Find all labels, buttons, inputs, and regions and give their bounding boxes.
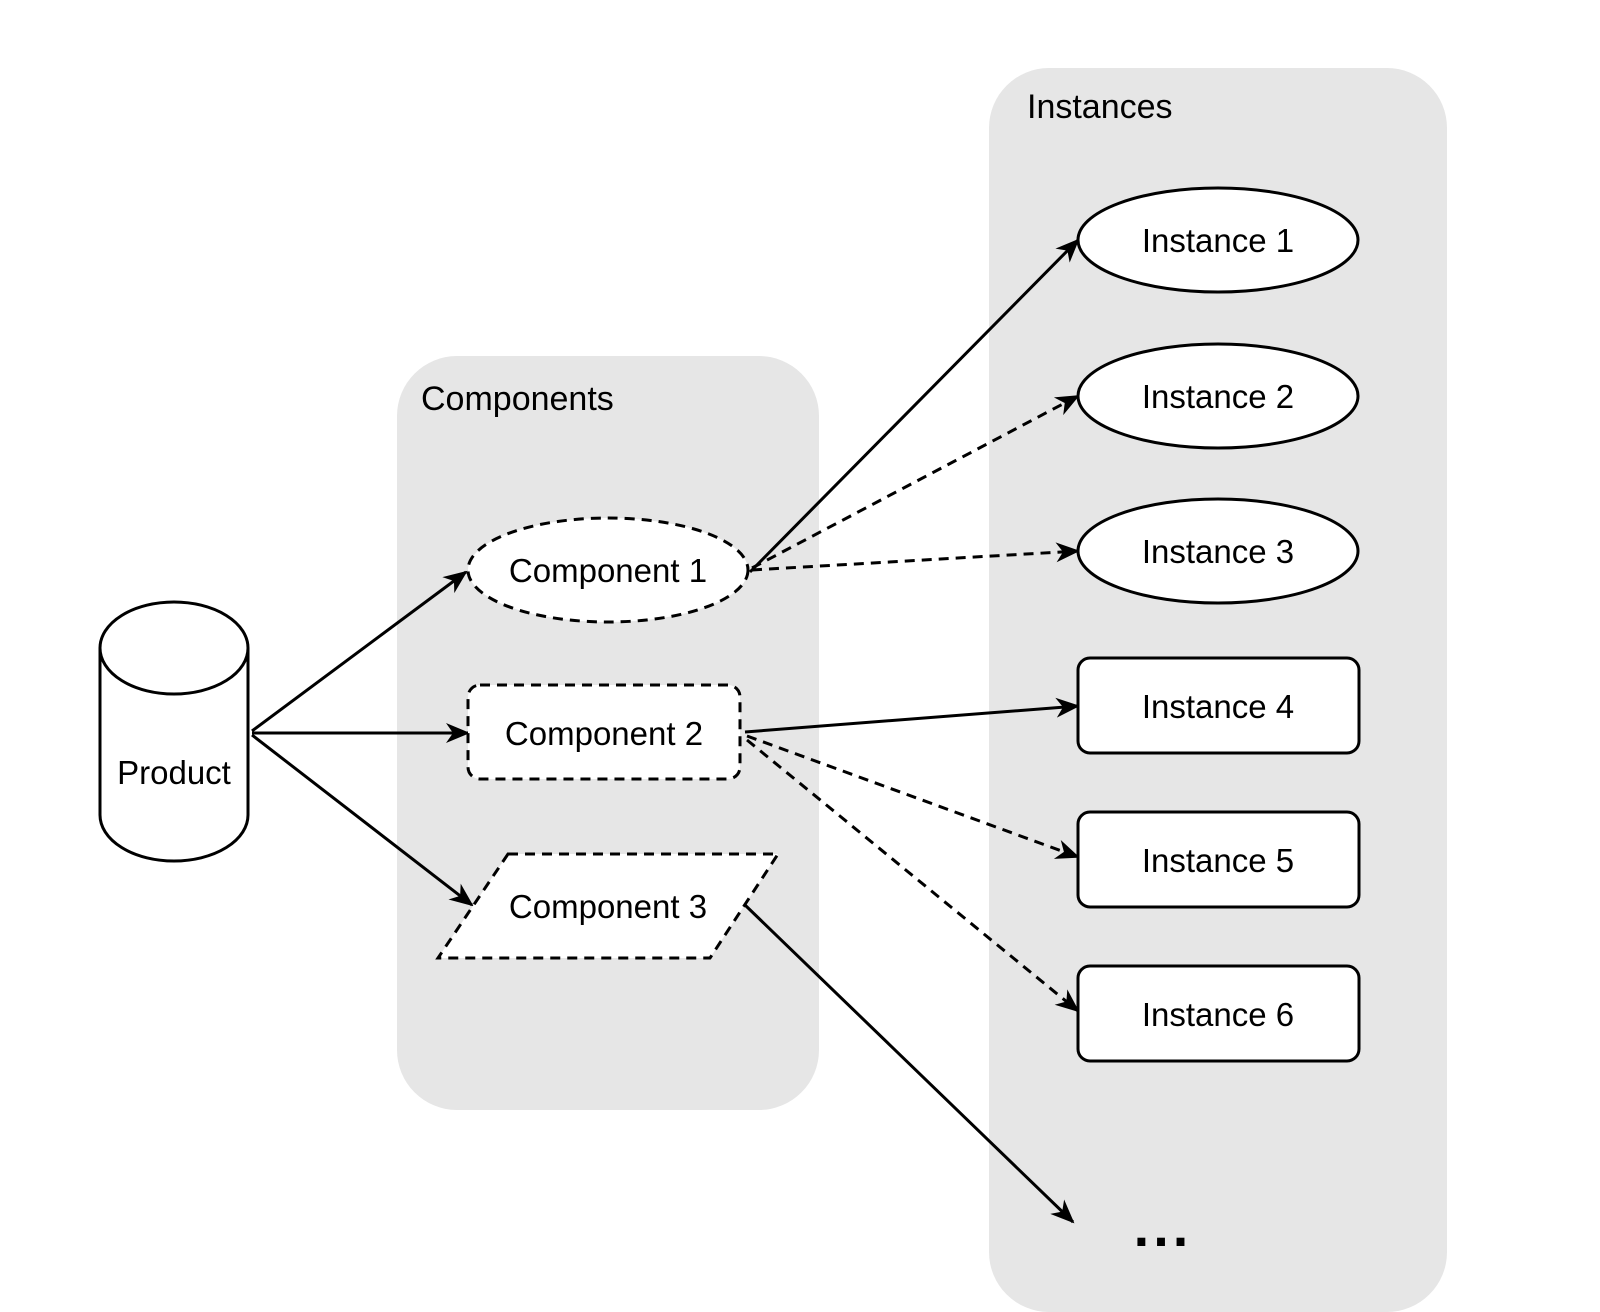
edge-component-1-instance-3 (751, 542, 1080, 572)
component-3-label: Component 3 (509, 888, 707, 925)
components-group-title: Components (421, 380, 614, 418)
instances-group-title: Instances (1027, 88, 1173, 126)
edges (251, 238, 1080, 1224)
component-1-label: Component 1 (509, 552, 707, 589)
instance-4-label: Instance 4 (1142, 688, 1294, 725)
instance-4-shape (1076, 656, 1361, 755)
product-label: Product (117, 754, 231, 791)
instance-3-shape (1076, 497, 1360, 605)
edge-component-3-more (743, 903, 1075, 1224)
component-3-node: Component 3 (435, 852, 781, 960)
product-cylinder-top (98, 600, 250, 696)
instance-6-shape (1076, 964, 1361, 1063)
instance-1-node: Instance 1 (1076, 186, 1360, 294)
edge-component-2-instance-6 (746, 738, 1080, 1013)
edge-product-component-1 (251, 570, 468, 733)
component-2-shape (466, 683, 742, 781)
edge-component-1-instance-2 (751, 394, 1080, 570)
instance-5-node: Instance 5 (1076, 810, 1361, 909)
instance-4-node: Instance 4 (1076, 656, 1361, 755)
edge-product-component-3 (251, 733, 474, 907)
instance-6-node: Instance 6 (1076, 964, 1361, 1063)
instance-5-shape (1076, 810, 1361, 909)
more-instances-ellipsis: ... (1134, 1195, 1193, 1258)
edge-component-1-instance-1 (748, 238, 1080, 574)
instance-5-label: Instance 5 (1142, 842, 1294, 879)
instance-3-label: Instance 3 (1142, 533, 1294, 570)
instance-1-label: Instance 1 (1142, 222, 1294, 259)
component-3-shape (435, 852, 781, 960)
edge-component-2-instance-5 (746, 734, 1080, 859)
product-node: Product (98, 600, 250, 863)
component-1-node: Component 1 (466, 516, 750, 624)
product-cylinder-body (98, 648, 250, 863)
instance-2-node: Instance 2 (1076, 342, 1360, 450)
instance-1-shape (1076, 186, 1360, 294)
component-1-shape (466, 516, 750, 624)
instance-6-label: Instance 6 (1142, 996, 1294, 1033)
component-2-node: Component 2 (466, 683, 742, 781)
instance-2-shape (1076, 342, 1360, 450)
instance-3-node: Instance 3 (1076, 497, 1360, 605)
component-2-label: Component 2 (505, 715, 703, 752)
edge-component-2-instance-4 (744, 697, 1080, 734)
instance-2-label: Instance 2 (1142, 378, 1294, 415)
